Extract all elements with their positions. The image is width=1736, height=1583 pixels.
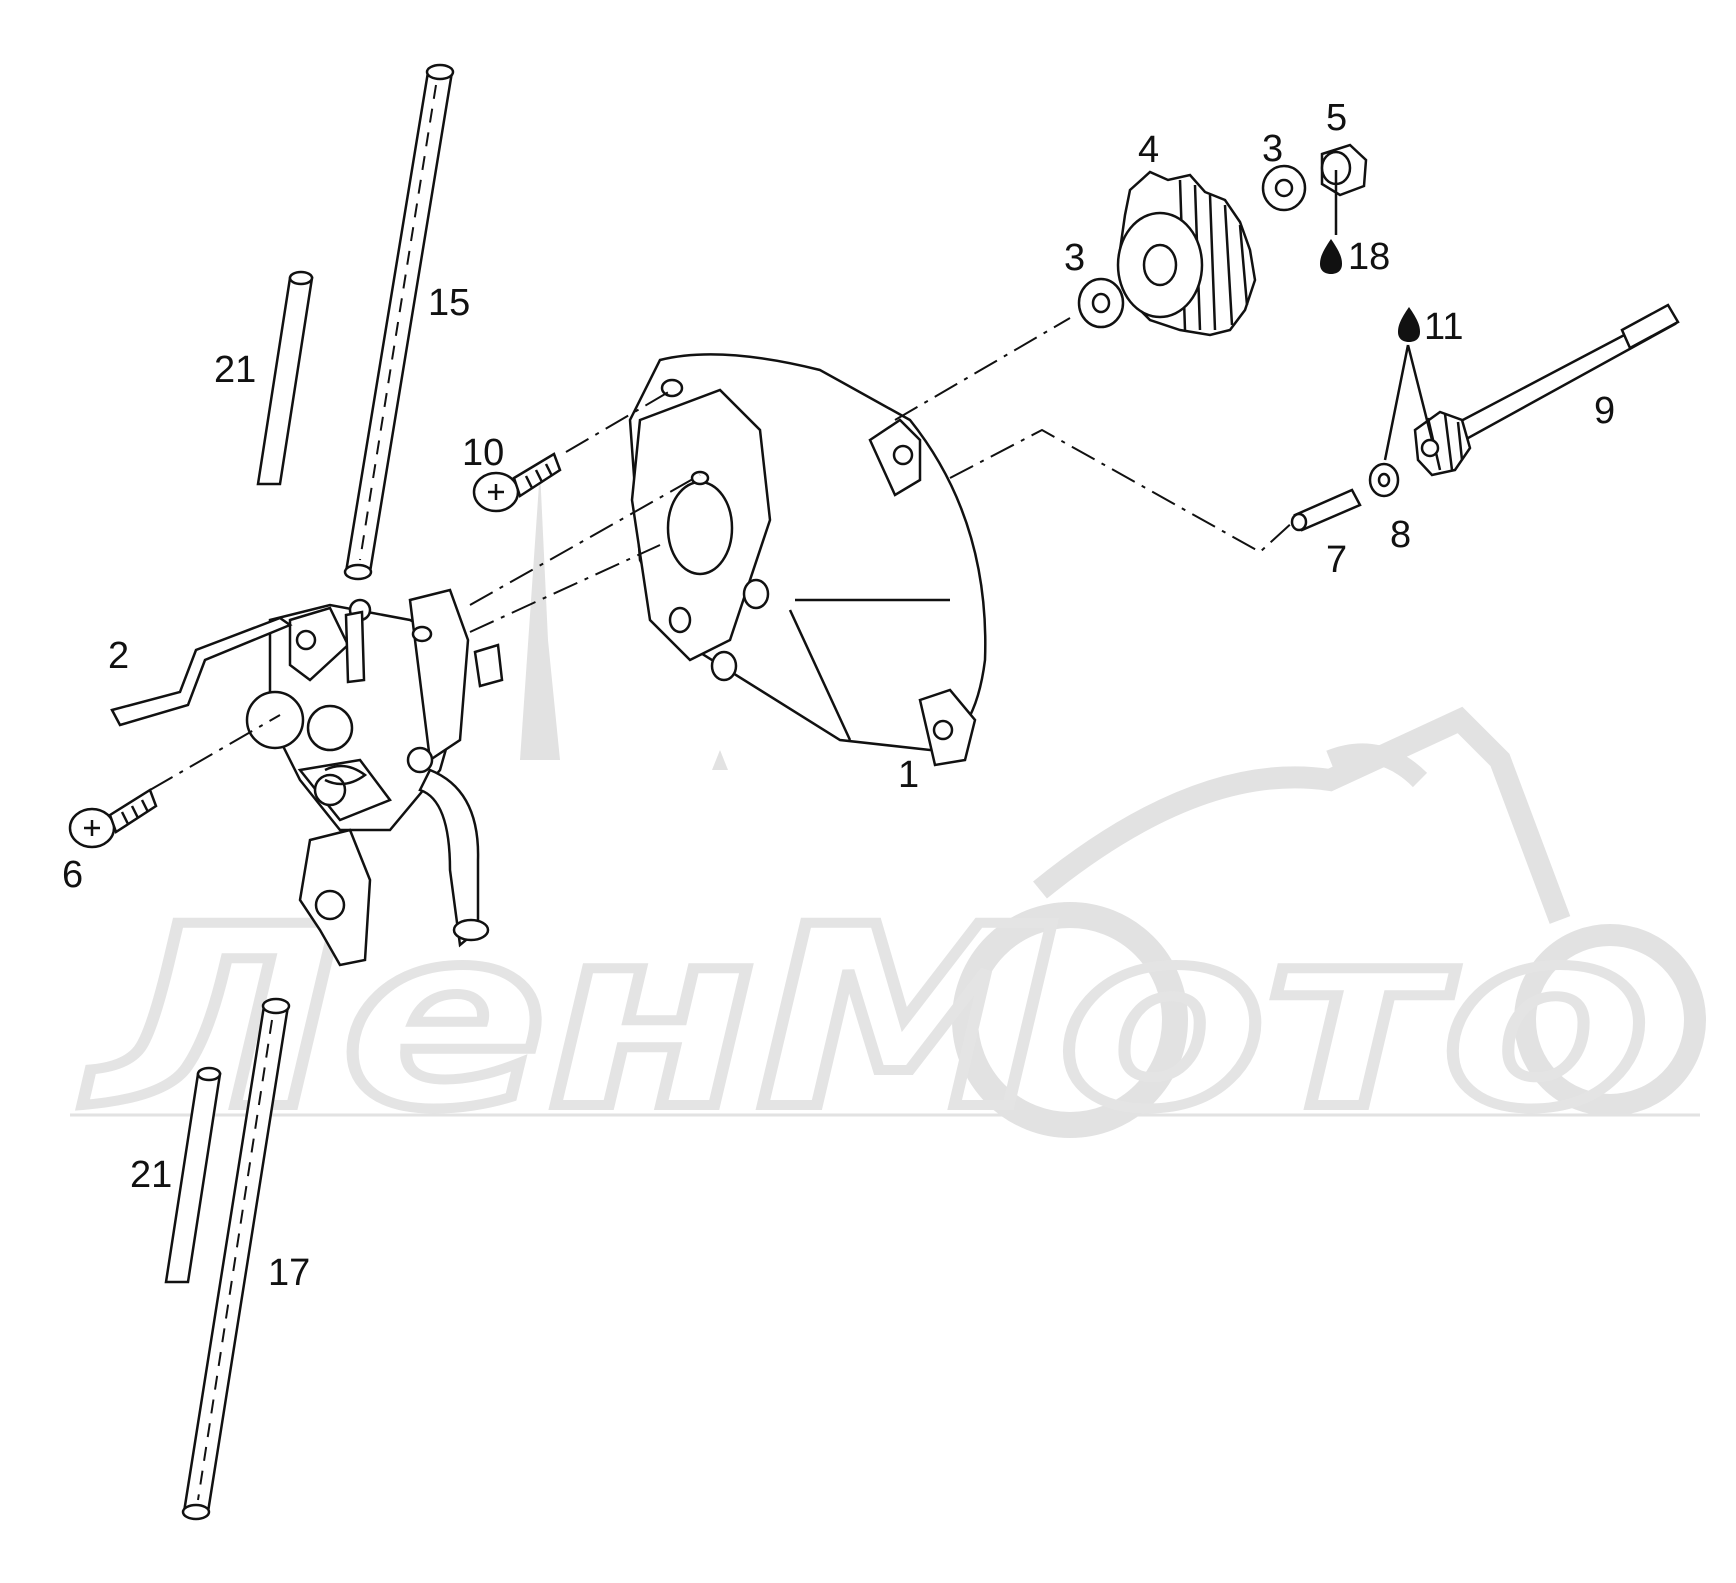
oil-pump-body bbox=[110, 588, 504, 967]
callout-4: 4 bbox=[1138, 129, 1159, 171]
callout-21: 21 bbox=[130, 1154, 172, 1196]
washer-3-right bbox=[1261, 164, 1307, 212]
oil-tube-17 bbox=[181, 997, 291, 1521]
callout-6: 6 bbox=[62, 854, 83, 896]
pin-7 bbox=[1290, 488, 1362, 532]
pump-shaft-9 bbox=[1413, 303, 1680, 477]
screw-6 bbox=[68, 788, 158, 849]
callout-9: 9 bbox=[1594, 390, 1615, 432]
callout-18: 18 bbox=[1348, 236, 1390, 278]
callout-2: 2 bbox=[108, 635, 129, 677]
callout-3: 3 bbox=[1064, 237, 1085, 279]
callout-5: 5 bbox=[1326, 97, 1347, 139]
gear-4 bbox=[1116, 170, 1257, 337]
washer-8 bbox=[1368, 462, 1400, 498]
nut-5 bbox=[1320, 143, 1368, 197]
screw-10 bbox=[472, 452, 562, 513]
callout-10: 10 bbox=[462, 432, 504, 474]
callout-7: 7 bbox=[1326, 539, 1347, 581]
callout-17: 17 bbox=[268, 1252, 310, 1294]
oil-drop-icon bbox=[1398, 307, 1420, 342]
oil-tube-21-upper bbox=[256, 270, 314, 486]
alignment-lines bbox=[149, 317, 1296, 791]
leader-11 bbox=[1383, 344, 1434, 461]
callout-21: 21 bbox=[214, 349, 256, 391]
oil-tube-15 bbox=[343, 63, 455, 581]
oil-tube-21-lower bbox=[164, 1066, 222, 1284]
pump-cover bbox=[628, 353, 987, 767]
oil-drop-icon bbox=[1320, 239, 1342, 274]
washer-3-left bbox=[1077, 277, 1125, 329]
callout-3: 3 bbox=[1262, 128, 1283, 170]
callout-labels: 1 2 3 3 4 5 6 7 8 9 10 11 15 17 18 21 21 bbox=[62, 97, 1615, 1294]
callout-11: 11 bbox=[1424, 306, 1463, 348]
callout-1: 1 bbox=[898, 754, 919, 796]
callout-8: 8 bbox=[1390, 514, 1411, 556]
callout-15: 15 bbox=[428, 282, 470, 324]
